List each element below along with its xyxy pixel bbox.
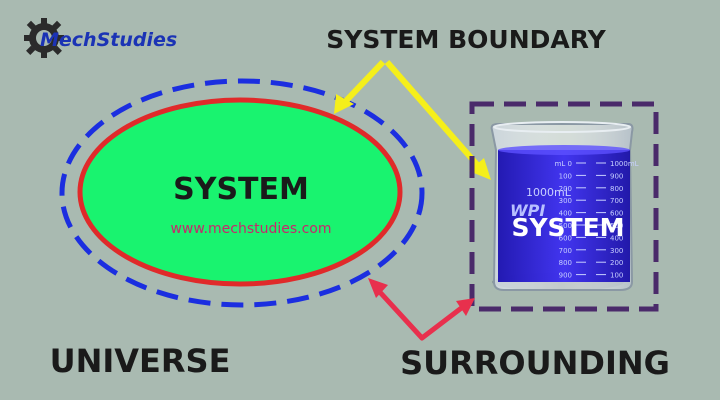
- surrounding-label: SURROUNDING: [400, 344, 670, 382]
- beaker-scale-tick-label: 300: [610, 247, 623, 255]
- system-label-right: SYSTEM: [511, 213, 624, 242]
- beaker-scale-tick-label: 900: [610, 172, 623, 180]
- watermark-text: www.mechstudies.com: [170, 221, 331, 237]
- beaker-icon: 1000mL WPI mL 01002003004005006007008009…: [492, 122, 639, 291]
- mechstudies-logo: MechStudies: [24, 18, 177, 58]
- system-label-left: SYSTEM: [173, 172, 309, 207]
- beaker-scale-tick-label: 700: [559, 247, 572, 255]
- beaker-scale-tick-label: 1000mL: [610, 160, 639, 168]
- surrounding-arrow: [368, 278, 475, 338]
- yellow-arrow-left: [343, 62, 383, 104]
- beaker-scale-tick-label: 200: [610, 259, 623, 267]
- beaker-scale-tick-label: mL 0: [555, 160, 572, 168]
- beaker-scale-tick-label: 100: [559, 172, 572, 180]
- beaker-scale-tick-label: 700: [610, 197, 623, 205]
- beaker-scale-tick-label: 100: [610, 272, 623, 280]
- logo-text: MechStudies: [40, 29, 177, 51]
- yellow-arrow-right: [387, 62, 480, 168]
- red-arrow-line: [378, 290, 464, 338]
- beaker-scale-tick-label: 200: [559, 185, 572, 193]
- universe-label: UNIVERSE: [50, 342, 231, 380]
- beaker-scale-tick-label: 800: [559, 259, 572, 267]
- beaker-scale-tick-label: 300: [559, 197, 572, 205]
- beaker-scale-tick-label: 800: [610, 185, 623, 193]
- system-boundary-label: SYSTEM BOUNDARY: [326, 25, 606, 54]
- beaker-scale-tick-label: 900: [559, 272, 572, 280]
